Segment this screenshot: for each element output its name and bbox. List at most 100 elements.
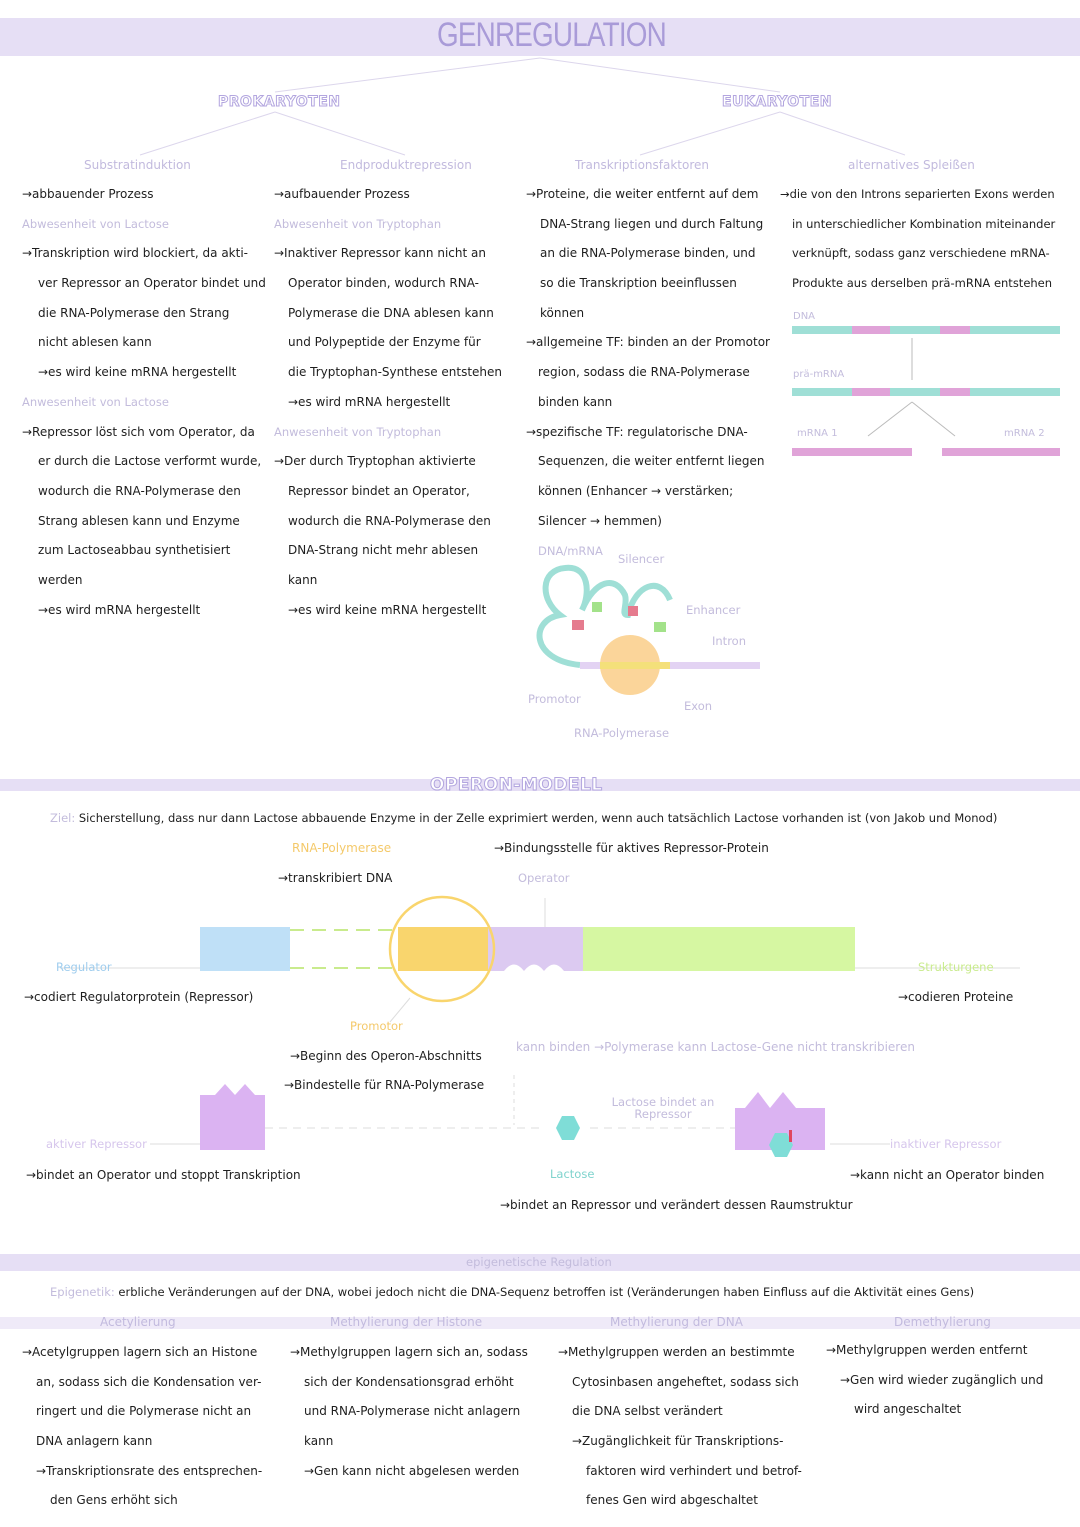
goal-label: Ziel: bbox=[50, 811, 76, 825]
col2-heading: Endproduktrepression bbox=[340, 158, 472, 172]
tf-intron-label: Intron bbox=[712, 634, 746, 648]
operon-regulator-label: Regulator bbox=[56, 960, 112, 974]
tf-dna-mrna-label: DNA/mRNA bbox=[538, 544, 603, 558]
aktiv-repressor-desc: →bindet an Operator und stoppt Transkrip… bbox=[26, 1168, 301, 1182]
col1-line: ver Repressor an Operator bindet und bbox=[38, 276, 266, 291]
epi-col-band bbox=[0, 1317, 1080, 1329]
col3-line: können bbox=[540, 305, 585, 320]
title-band bbox=[0, 18, 1080, 56]
col1-line: →Repressor löst sich vom Operator, da bbox=[22, 424, 255, 439]
epi-col3-line: →Methylgruppen werden an bestimmte bbox=[558, 1345, 795, 1359]
epi-col3-line: fenes Gen wird abgeschaltet bbox=[586, 1493, 758, 1508]
epi-col3-line: →Zugänglichkeit für Transkriptions- bbox=[572, 1434, 784, 1449]
pre-mrna-strand bbox=[792, 388, 1060, 396]
epi-col3-line: Cytosinbasen angeheftet, sodass sich bbox=[572, 1374, 799, 1389]
col2-line: →es wird keine mRNA hergestellt bbox=[288, 602, 487, 617]
col4-heading: alternatives Spleißen bbox=[848, 158, 975, 172]
tree-lines bbox=[139, 57, 906, 156]
col1-line: →Transkription wird blockiert, da akti- bbox=[22, 246, 248, 261]
col3-line: region, sodass die RNA-Polymerase bbox=[538, 365, 750, 380]
col1-heading: Substratinduktion bbox=[84, 158, 191, 172]
col2-line: →aufbauender Prozess bbox=[274, 187, 410, 201]
operon-lactose-bindet: Lactose bindet an Repressor bbox=[611, 1095, 715, 1121]
col1-line: Strang ablesen kann und Enzyme bbox=[38, 513, 240, 528]
splice-m1-label: mRNA 1 bbox=[797, 428, 838, 439]
epi-col4-heading: Demethylierung bbox=[894, 1315, 991, 1329]
inactive-repressor-shape bbox=[735, 1092, 825, 1150]
epi-col1-text: →Acetylgruppen lagern sich an Histone an… bbox=[22, 1338, 282, 1516]
epi-band bbox=[0, 1254, 1080, 1271]
prokaryoten-label: PROKARYOTEN bbox=[218, 94, 341, 111]
splicing-diagram bbox=[792, 326, 1060, 456]
operon-kann-binden: kann binden →Polymerase kann Lactose-Gen… bbox=[516, 1040, 915, 1054]
tf-enhancer-label: Enhancer bbox=[686, 603, 741, 617]
epi-def-label: Epigenetik: bbox=[50, 1285, 115, 1299]
operon-struktur-label: Strukturgene bbox=[918, 960, 994, 974]
operon-operator-label: Operator bbox=[518, 871, 570, 885]
col2-line: und Polypeptide der Enzyme für bbox=[288, 335, 481, 350]
col1-line: →es wird mRNA hergestellt bbox=[38, 602, 201, 617]
col4-text: →die von den Introns separierten Exons w… bbox=[780, 180, 1075, 299]
epi-def-text: erbliche Veränderungen auf der DNA, wobe… bbox=[118, 1285, 975, 1299]
active-repressor-shape bbox=[200, 1084, 265, 1150]
epi-col2-line: →Gen kann nicht abgelesen werden bbox=[304, 1463, 520, 1478]
operon-rnapol-label: RNA-Polymerase bbox=[292, 841, 392, 855]
eukaryoten-label: EUKARYOTEN bbox=[722, 94, 833, 111]
col2-line: wodurch die RNA-Polymerase den bbox=[288, 513, 491, 528]
epi-col3-heading: Methylierung der DNA bbox=[610, 1315, 743, 1329]
operon-regulator-desc: →codiert Regulatorprotein (Repressor) bbox=[24, 990, 254, 1004]
operon-diagram bbox=[60, 895, 1020, 1023]
col3-text: →Proteine, die weiter entfernt auf dem D… bbox=[526, 180, 776, 536]
col1-line: →es wird keine mRNA hergestellt bbox=[38, 365, 237, 380]
operon-rnapol-desc: →transkribiert DNA bbox=[278, 871, 393, 885]
epi-col2-line: sich der Kondensationsgrad erhöht bbox=[304, 1374, 514, 1389]
col2-line: Anwesenheit von Tryptophan bbox=[274, 424, 442, 439]
col2-line: Operator binden, wodurch RNA- bbox=[288, 276, 479, 291]
col3-line: können (Enhancer → verstärken; bbox=[538, 483, 734, 498]
aktiv-repressor-label: aktiver Repressor bbox=[46, 1137, 147, 1151]
dna-strand bbox=[792, 326, 1060, 334]
col1-line: die RNA-Polymerase den Strang bbox=[38, 305, 230, 320]
epi-col1-line: den Gens erhöht sich bbox=[50, 1493, 178, 1508]
mrna2-strand bbox=[942, 448, 1060, 456]
tf-silencer-label: Silencer bbox=[618, 552, 665, 566]
splice-pre-label: prä-mRNA bbox=[793, 369, 845, 380]
epi-col2-text: →Methylgruppen lagern sich an, sodass si… bbox=[290, 1338, 550, 1486]
epi-col2-line: →Methylgruppen lagern sich an, sodass bbox=[290, 1345, 528, 1359]
epi-col3-line: faktoren wird verhindert und betrof- bbox=[586, 1463, 802, 1478]
col1-line: Abwesenheit von Lactose bbox=[22, 216, 169, 231]
col1-line: zum Lactoseabbau synthetisiert bbox=[38, 543, 231, 558]
col2-line: →Inaktiver Repressor kann nicht an bbox=[274, 246, 486, 261]
operon-promotor-desc2: →Bindestelle für RNA-Polymerase bbox=[284, 1078, 485, 1092]
operon-struktur-desc: →codieren Proteine bbox=[898, 990, 1014, 1004]
epi-col2-line: kann bbox=[304, 1434, 334, 1449]
epi-col1-line: →Acetylgruppen lagern sich an Histone bbox=[22, 1345, 258, 1359]
epi-col4-line: wird angeschaltet bbox=[854, 1402, 962, 1417]
epi-col2-heading: Methylierung der Histone bbox=[330, 1315, 483, 1329]
col2-line: →es wird mRNA hergestellt bbox=[288, 394, 451, 409]
col2-line: die Tryptophan-Synthese entstehen bbox=[288, 365, 503, 380]
col1-line: er durch die Lactose verformt wurde, bbox=[38, 454, 262, 469]
col3-line: so die Transkription beeinflussen bbox=[540, 276, 737, 291]
col2-line: DNA-Strang nicht mehr ablesen bbox=[288, 543, 479, 558]
mrna1-strand bbox=[792, 448, 912, 456]
epi-col1-heading: Acetylierung bbox=[100, 1315, 176, 1329]
repressor-diagram bbox=[150, 1075, 890, 1157]
epi-col1-line: ringert und die Polymerase nicht an bbox=[36, 1404, 252, 1419]
col3-heading: Transkriptionsfaktoren bbox=[575, 158, 710, 172]
splice-dna-label: DNA bbox=[793, 311, 816, 322]
epi-definition: Epigenetik: erbliche Veränderungen auf d… bbox=[50, 1285, 974, 1299]
epi-col4-text: →Methylgruppen werden entfernt →Gen wird… bbox=[826, 1336, 1076, 1425]
epi-col4-line: →Methylgruppen werden entfernt bbox=[826, 1343, 1028, 1357]
inaktiv-repressor-desc: →kann nicht an Operator binden bbox=[850, 1168, 1045, 1182]
lactose-desc: →bindet an Repressor und verändert desse… bbox=[500, 1198, 853, 1212]
col2-line: Polymerase die DNA ablesen kann bbox=[288, 305, 494, 320]
operon-band bbox=[0, 779, 1080, 791]
col1-line: Anwesenheit von Lactose bbox=[22, 394, 169, 409]
goal-text: Sicherstellung, dass nur dann Lactose ab… bbox=[78, 811, 998, 825]
col3-line: Sequenzen, die weiter entfernt liegen bbox=[538, 454, 765, 469]
col4-line: →die von den Introns separierten Exons w… bbox=[780, 187, 1055, 201]
lactose-hexagon bbox=[556, 1116, 580, 1140]
epi-heading: epigenetische Regulation bbox=[466, 1255, 612, 1269]
inaktiv-repressor-label: inaktiver Repressor bbox=[890, 1137, 1002, 1151]
